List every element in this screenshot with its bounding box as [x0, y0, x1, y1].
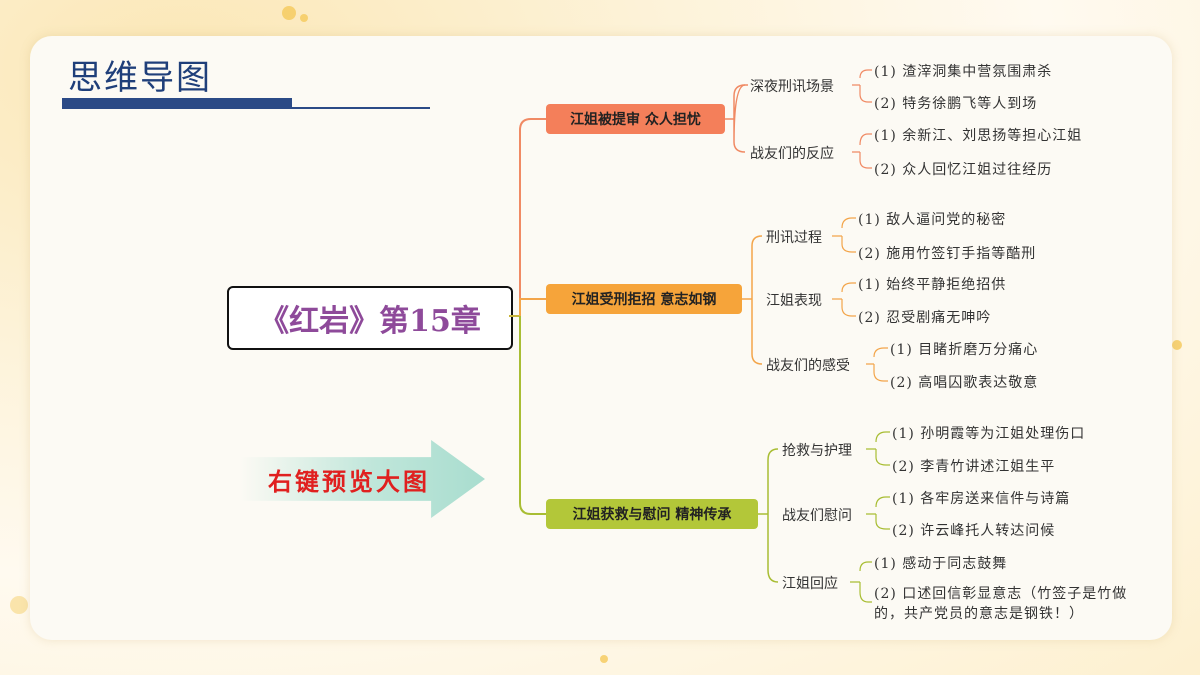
decor-dot [10, 596, 28, 614]
preview-hint: 右键预览大图 [268, 467, 430, 496]
leaf: (2) 施用竹签钉手指等酷刑 [858, 246, 1037, 262]
leaf: (2) 高唱囚歌表达敬意 [890, 375, 1039, 391]
leaf: (1) 各牢房送来信件与诗篇 [892, 491, 1071, 507]
title-underline [62, 107, 430, 109]
branch-2-sub-3: 战友们的感受 [766, 358, 850, 374]
leaf: (1) 始终平静拒绝招供 [858, 277, 1007, 293]
content-card [30, 36, 1172, 640]
branch-3: 江姐获救与慰问 精神传承 [546, 499, 758, 529]
branch-2-sub-2: 江姐表现 [766, 293, 822, 309]
leaf: (2) 忍受剧痛无呻吟 [858, 310, 992, 326]
branch-2: 江姐受刑拒招 意志如钢 [546, 284, 742, 314]
leaf: (2) 口述回信彰显意志（竹签子是竹做的，共产党员的意志是钢铁！） [874, 586, 1128, 622]
leaf: (1) 目睹折磨万分痛心 [890, 342, 1039, 358]
decor-dot [300, 14, 308, 22]
branch-1: 江姐被提审 众人担忧 [546, 104, 725, 134]
branch-1-sub-1: 深夜刑讯场景 [750, 79, 834, 95]
leaf: (1) 余新江、刘思扬等担心江姐 [874, 128, 1083, 144]
branch-1-sub-2: 战友们的反应 [750, 146, 834, 162]
leaf: (1) 孙明霞等为江姐处理伤口 [892, 426, 1086, 442]
mindmap-root: 《红岩》第15章 [227, 286, 513, 350]
leaf: (2) 众人回忆江姐过往经历 [874, 162, 1053, 178]
branch-3-sub-2: 战友们慰问 [782, 508, 852, 524]
leaf: (1) 渣滓洞集中营氛围肃杀 [874, 64, 1053, 80]
title-underline-bar [62, 98, 292, 108]
decor-dot [1172, 340, 1182, 350]
leaf: (1) 感动于同志鼓舞 [874, 556, 1008, 572]
page-title: 思维导图 [68, 58, 212, 98]
decor-dot [600, 655, 608, 663]
leaf: (1) 敌人逼问党的秘密 [858, 212, 1007, 228]
branch-2-sub-1: 刑讯过程 [766, 230, 822, 246]
decor-dot [282, 6, 296, 20]
leaf: (2) 特务徐鹏飞等人到场 [874, 96, 1038, 112]
branch-3-sub-1: 抢救与护理 [782, 443, 852, 459]
branch-3-sub-3: 江姐回应 [782, 576, 838, 592]
leaf: (2) 许云峰托人转达问候 [892, 523, 1056, 539]
leaf: (2) 李青竹讲述江姐生平 [892, 459, 1056, 475]
